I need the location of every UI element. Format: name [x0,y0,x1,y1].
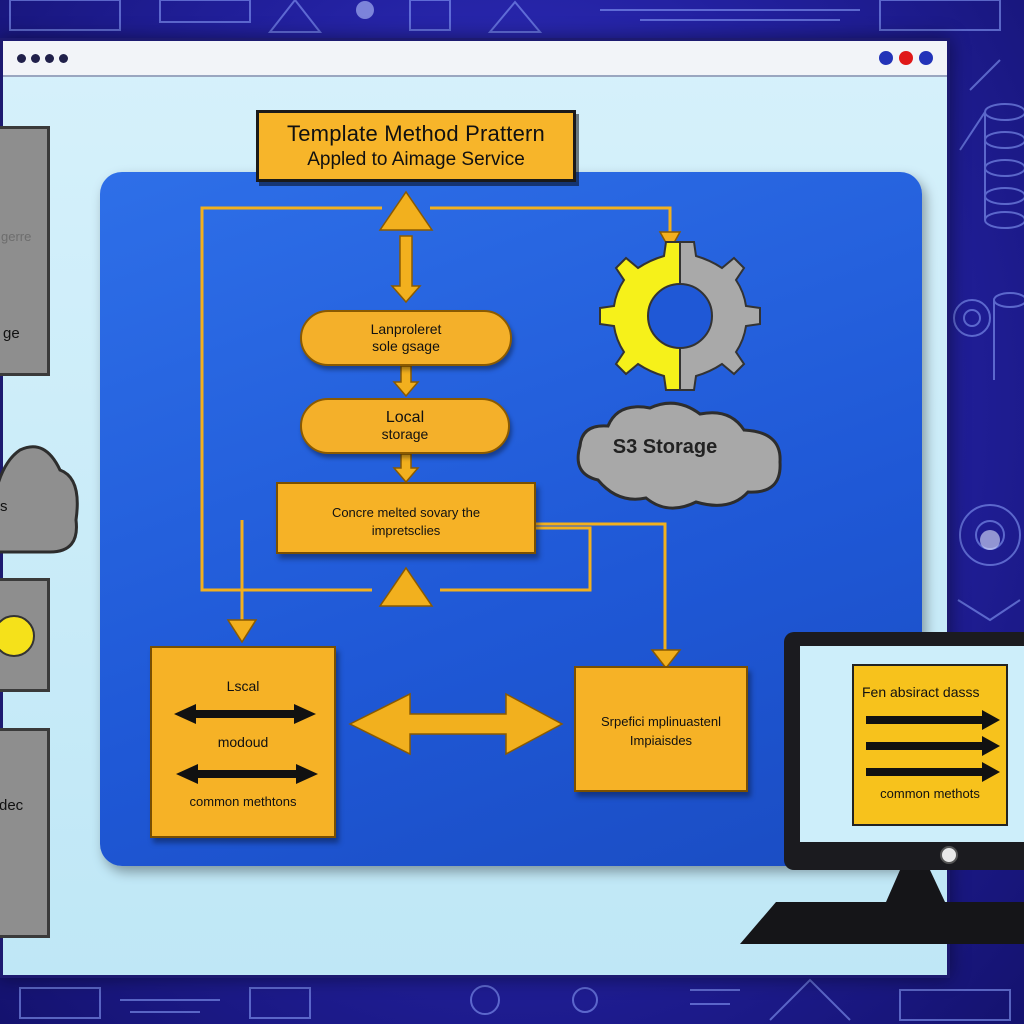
double-arrow-icon [176,764,318,784]
arrow-list-icon [866,710,1000,782]
concrete-line: Concre melted sovary the [331,505,481,520]
abstract-class-title: Fen absiract dasss [862,684,980,700]
concrete-method-box: Concre melted sovary the impretsclies [276,482,536,554]
diagram-title-box: Template Method Prattern Appled to Aimag… [256,110,576,182]
local-box-label: modoud [217,734,269,750]
pill-line: Lanproleret [370,321,442,337]
bg-square-icon [409,0,451,31]
window-minimize-button[interactable] [879,51,893,65]
impl-line: Srpefici mplinuastenl [601,714,721,729]
side-panel-bottom: dec [0,728,50,938]
side-panel-toggle [0,578,50,692]
monitor-power-icon [940,846,958,864]
tab-dot [59,54,68,63]
tab-dot [31,54,40,63]
side-panel-text: ge [3,325,20,342]
tab-dot [45,54,54,63]
local-box-label: Lscal [226,678,260,694]
bg-gear-icon-bottom [470,985,500,1015]
window-titlebar [3,41,947,77]
tab-dot [17,54,26,63]
pill-line: Local [385,409,425,426]
side-panel-faded-text: gerre [1,229,32,244]
pill-template-storage: Lanproleret sole gsage [300,310,512,366]
bg-triangle-icon-2 [487,0,543,33]
side-panel-storage: gerre ge [0,126,50,376]
pill-line: sole gsage [372,338,440,354]
bg-target-icon [953,299,991,337]
bg-monitor-icon [879,0,1001,31]
abstract-class-footer: common methots [880,786,980,801]
impl-line: Impiaisdes [629,733,693,748]
concrete-line: impretsclies [371,523,441,538]
bg-frame-top-left [9,0,121,31]
diagram-title: Template Method Prattern [287,121,545,146]
side-panel-bottom-text: dec [0,797,24,814]
bg-frame-top [159,0,251,23]
side-cloud-icon [0,445,79,554]
local-methods-box: Lscal modoud common methtons [150,646,336,838]
pill-line: storage [381,426,429,442]
diagram-subtitle: Appled to Aimage Service [307,149,525,170]
window-maximize-button[interactable] [899,51,913,65]
s3-storage-label: S3 Storage [612,436,718,458]
side-cloud-text: s [0,498,8,515]
bg-gear-icon [959,504,1021,566]
local-box-label: common methtons [189,794,297,809]
side-toggle-knob-icon[interactable] [0,615,35,657]
pill-local-storage: Local storage [300,398,510,454]
bg-triangle-icon [267,0,323,33]
double-arrow-icon [174,704,316,724]
abstract-class-box: Fen absiract dasss common methots [852,664,1008,826]
specific-impl-box: Srpefici mplinuastenl Impiaisdes [574,666,748,792]
window-close-button[interactable] [919,51,933,65]
